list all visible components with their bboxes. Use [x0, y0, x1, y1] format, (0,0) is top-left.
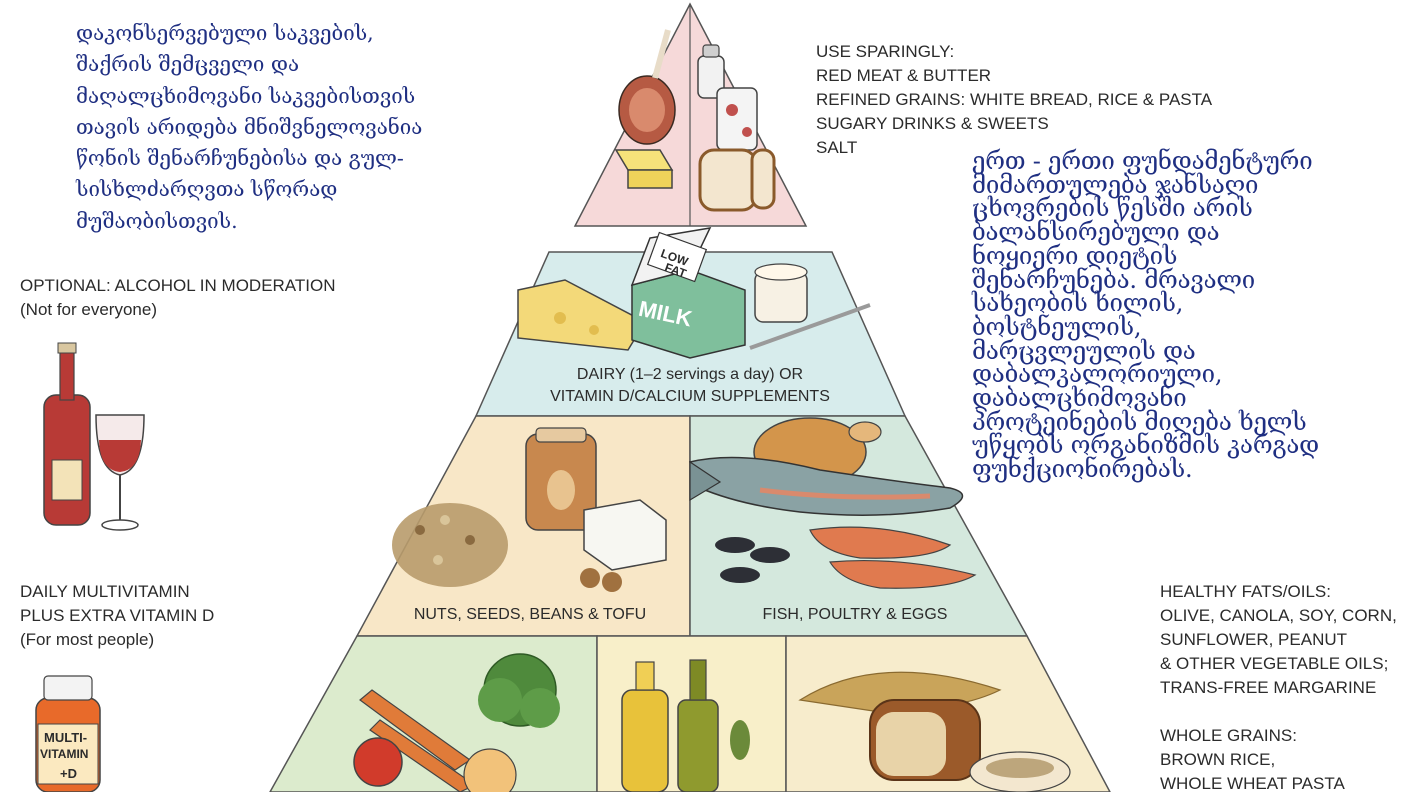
butter-icon [614, 149, 674, 189]
soda-can-icon [716, 87, 758, 151]
healthy-fats-line: OLIVE, CANOLA, SOY, CORN, [1160, 606, 1397, 625]
multivitamin-line: DAILY MULTIVITAMIN [20, 582, 190, 601]
alcohol-label: OPTIONAL: ALCOHOL IN MODERATION (Not for… [20, 274, 336, 322]
whole-grains-line: WHOLE WHEAT PASTA [1160, 774, 1345, 793]
fish-icon [688, 456, 964, 516]
multivitamin-label-line2: VITAMIN [40, 747, 88, 761]
wine-bottle-icon [43, 342, 91, 526]
georgian-right-line: ფუნქციონირებას. [972, 455, 1193, 484]
use-sparingly-line: REFINED GRAINS: WHITE BREAD, RICE & PAST… [816, 90, 1213, 109]
multivitamin-line: PLUS EXTRA VITAMIN D [20, 606, 215, 625]
peanut-butter-jar-icon [525, 427, 597, 531]
georgian-left-line: შაქრის შემცველი და [76, 52, 300, 77]
use-sparingly-line: USE SPARINGLY: [816, 42, 955, 61]
georgian-left-line: მაღალცხიმოვანი საკვებისთვის [76, 83, 416, 108]
tofu-icon [583, 499, 667, 571]
multivitamin-label: DAILY MULTIVITAMIN PLUS EXTRA VITAMIN D … [20, 580, 214, 652]
dairy-tier-line: VITAMIN D/CALCIUM SUPPLEMENTS [550, 388, 830, 405]
alcohol-line: (Not for everyone) [20, 300, 157, 319]
multivitamin-label-line3: +D [60, 766, 77, 781]
whole-grains-line: WHOLE GRAINS: [1160, 726, 1297, 745]
vegetables-icon [353, 653, 560, 792]
fish-tier-label: FISH, POULTRY & EGGS [762, 606, 948, 623]
nuts-seeds-pile-icon [392, 503, 622, 592]
georgian-left-line: დაკონსერვებული საკვების, [76, 21, 374, 45]
georgian-right-line: დაბალკალორიული, [972, 360, 1223, 389]
oil-bottles-icon [621, 659, 750, 792]
healthy-fats-line: TRANS-FREE MARGARINE [1160, 678, 1377, 697]
nuts-tier-label: NUTS, SEEDS, BEANS & TOFU [413, 606, 647, 623]
cheese-icon [517, 279, 647, 351]
georgian-left-line: თავის არიდება მნიშვნელოვანია [76, 114, 423, 139]
whole-grains-icon [798, 671, 1071, 792]
georgian-right-line: ერთ - ერთი ფუნდამენტური [972, 147, 1313, 175]
georgian-right-line: მიმართულება ჯანსაღი [972, 170, 1259, 199]
mussels-icon [715, 537, 790, 583]
dairy-tier-line: DAIRY (1–2 servings a day) OR [576, 366, 804, 383]
georgian-left-line: წონის შენარჩუნებისა და გულ- [76, 146, 404, 171]
georgian-right-line: მარცვლეულის და [972, 336, 1196, 365]
multivitamin-bottle-icon: MULTI- VITAMIN +D [35, 675, 101, 792]
georgian-right-paragraph: ერთ - ერთი ფუნდამენტური მიმართულება ჯანს… [972, 147, 1402, 484]
use-sparingly-line: SUGARY DRINKS & SWEETS [816, 114, 1049, 133]
georgian-right-line: სახეობის ხილის, [972, 289, 1184, 318]
healthy-fats-line: & OTHER VEGETABLE OILS; [1160, 654, 1389, 673]
healthy-fats-line [1160, 700, 1397, 724]
use-sparingly-line: SALT [816, 138, 858, 157]
multivitamin-label-line1: MULTI- [44, 730, 87, 745]
georgian-right-line: ცხოვრების წესში არის [972, 194, 1253, 223]
salmon-fillet-icon [809, 526, 977, 589]
georgian-right-line: ბალანსირებული და [972, 218, 1220, 247]
georgian-right-line: შენარჩუნება. მრავალი [972, 265, 1255, 294]
georgian-left-line: მუშაობისთვის. [76, 208, 238, 233]
salt-shaker-icon [697, 44, 725, 99]
georgian-right-line: ბოსტნეულის, [972, 312, 1142, 341]
georgian-left-paragraph: დაკონსერვებული საკვების, შაქრის შემცველი… [76, 18, 496, 237]
healthy-fats-line: SUNFLOWER, PEANUT [1160, 630, 1348, 649]
alcohol-line: OPTIONAL: ALCOHOL IN MODERATION [20, 276, 336, 295]
wine-glass-icon [95, 414, 145, 531]
georgian-right-line: პროტეინების მიღება ხელს [972, 407, 1307, 436]
healthy-fats-label: HEALTHY FATS/OILS: OLIVE, CANOLA, SOY, C… [1160, 580, 1397, 796]
use-sparingly-line: RED MEAT & BUTTER [816, 66, 992, 85]
georgian-right-line: ნოყიერი დიეტის [972, 241, 1178, 270]
whole-grains-line: BROWN RICE, [1160, 750, 1276, 769]
multivitamin-line: (For most people) [20, 630, 155, 649]
georgian-left-line: სისხლძარღვთა სწორად [76, 177, 338, 202]
use-sparingly-label: USE SPARINGLY: RED MEAT & BUTTER REFINED… [816, 40, 1212, 160]
red-meat-icon [618, 29, 676, 145]
healthy-fats-line: HEALTHY FATS/OILS: [1160, 582, 1331, 601]
milk-carton-icon: MILK LOW FAT [630, 227, 746, 359]
yogurt-cup-icon [749, 263, 871, 350]
georgian-right-line: დაბალცხიმოვანი [972, 384, 1187, 413]
dairy-tier-label: DAIRY (1–2 servings a day) OR VITAMIN D/… [510, 364, 870, 408]
georgian-right-line: უწყობს ორგანიზმის კარგად [972, 431, 1319, 460]
white-bread-icon [698, 148, 776, 212]
